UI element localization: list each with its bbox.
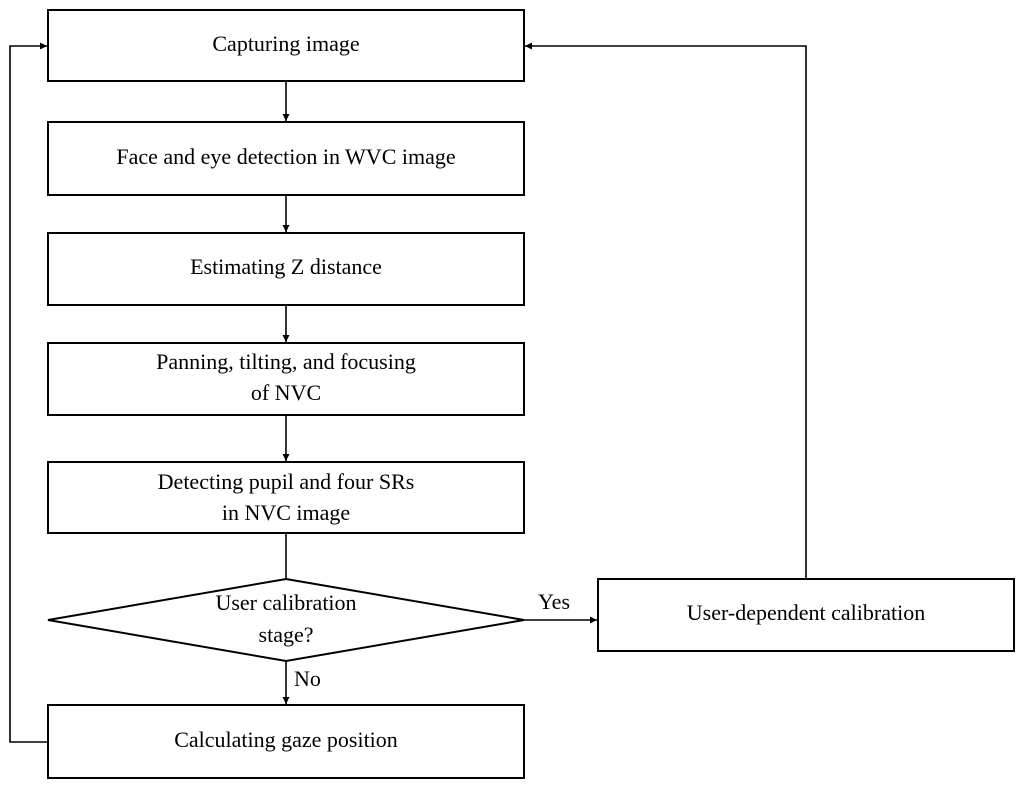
node-face-eye-detection-box — [47, 121, 525, 196]
node-estimating-z: Estimating Z distance — [47, 232, 525, 306]
node-calculating-gaze-box — [47, 704, 525, 779]
node-estimating-z-box — [47, 232, 525, 306]
node-panning-line-1: Panning, tilting, and focusing — [156, 349, 416, 374]
node-face-eye-detection-label: Face and eye detection in WVC image — [116, 144, 455, 169]
node-decision-line-1: User calibration — [215, 590, 356, 615]
node-panning: Panning, tilting, and focusing of NVC — [47, 342, 525, 416]
node-panning-line-2: of NVC — [251, 380, 321, 405]
arrow-calibration-loop — [525, 42, 807, 579]
node-estimating-z-label: Estimating Z distance — [190, 254, 382, 279]
node-detecting-pupil-line-1: Detecting pupil and four SRs — [158, 469, 415, 494]
arrow-gaze-loop — [9, 42, 48, 743]
node-decision-line-2: stage? — [259, 622, 314, 647]
node-calculating-gaze: Calculating gaze position — [47, 704, 525, 779]
edge-label-no: No — [294, 666, 321, 691]
node-panning-box — [47, 342, 525, 416]
node-user-calibration-label: User-dependent calibration — [687, 600, 925, 625]
node-user-calibration: User-dependent calibration — [597, 578, 1015, 652]
node-capturing-image-box — [47, 9, 525, 82]
node-face-eye-detection: Face and eye detection in WVC image — [47, 121, 525, 196]
node-calculating-gaze-label: Calculating gaze position — [174, 727, 398, 752]
node-detecting-pupil-line-2: in NVC image — [222, 500, 350, 525]
node-decision: User calibration stage? — [47, 577, 525, 663]
node-user-calibration-box — [597, 578, 1015, 652]
edge-label-yes: Yes — [538, 589, 570, 614]
node-detecting-pupil: Detecting pupil and four SRs in NVC imag… — [47, 461, 525, 534]
node-capturing-image-label: Capturing image — [212, 31, 359, 56]
node-capturing-image: Capturing image — [47, 9, 525, 82]
